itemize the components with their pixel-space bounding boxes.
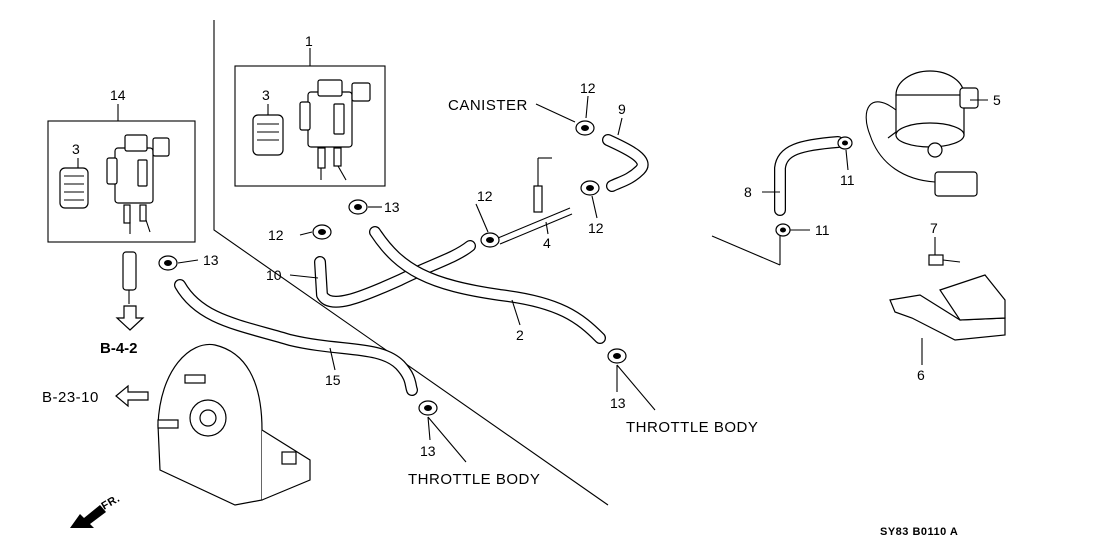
callout-13-valve1: 13 bbox=[384, 199, 400, 215]
clamp-13-valve1 bbox=[348, 199, 368, 215]
bolt-7 bbox=[928, 254, 961, 266]
callout-2: 2 bbox=[516, 327, 524, 343]
callout-5: 5 bbox=[993, 92, 1001, 108]
ref-b-4-2[interactable]: B-4-2 bbox=[100, 340, 138, 357]
arrow-down-b42 bbox=[115, 305, 145, 331]
callout-13-bottom: 13 bbox=[420, 443, 436, 459]
hose-10 bbox=[315, 241, 475, 307]
clamp-13-valve14 bbox=[158, 255, 178, 271]
hose-8 bbox=[775, 137, 843, 215]
clamp-13-bottom bbox=[418, 400, 438, 416]
callout-3-left: 3 bbox=[72, 141, 80, 157]
callout-6: 6 bbox=[917, 367, 925, 383]
callout-11-upper: 11 bbox=[840, 172, 855, 188]
hose-15 bbox=[175, 280, 417, 395]
callout-11-lower: 11 bbox=[815, 222, 830, 238]
clamp-12-canister bbox=[575, 120, 595, 136]
callout-1: 1 bbox=[305, 33, 313, 49]
callout-12-canister: 12 bbox=[580, 80, 596, 96]
callout-3-upper: 3 bbox=[262, 87, 270, 103]
purge-valve-5 bbox=[865, 70, 979, 197]
callout-12-right: 12 bbox=[588, 220, 604, 236]
callout-13-valve14: 13 bbox=[203, 252, 219, 268]
arrow-left-b2310 bbox=[115, 384, 149, 408]
hose-stub-14 bbox=[122, 251, 137, 291]
callout-14: 14 bbox=[110, 87, 126, 103]
diagram-code: SY83 B0110 A bbox=[880, 526, 958, 538]
callout-4: 4 bbox=[543, 235, 551, 251]
clamp-11-upper bbox=[837, 136, 853, 150]
callout-13-right: 13 bbox=[610, 395, 626, 411]
section-divider-line bbox=[213, 20, 609, 506]
valve-cover-3-upper bbox=[252, 114, 284, 156]
callout-8: 8 bbox=[744, 184, 752, 200]
callout-15: 15 bbox=[325, 372, 341, 388]
hose-9 bbox=[603, 135, 648, 191]
engine-mount-bracket bbox=[157, 343, 311, 506]
clamp-11-lower bbox=[775, 223, 791, 237]
clamp-12-right bbox=[580, 180, 600, 196]
throttle-body-label-right: THROTTLE BODY bbox=[626, 419, 758, 436]
callout-7: 7 bbox=[930, 220, 938, 236]
canister-label: CANISTER bbox=[448, 97, 528, 114]
fr-direction-arrow[interactable] bbox=[70, 505, 106, 528]
clamp-12-mid bbox=[480, 232, 500, 248]
leader-lines bbox=[77, 48, 988, 463]
fr-direction-label: FR. bbox=[100, 493, 123, 513]
ref-b-23-10[interactable]: B-23-10 bbox=[42, 389, 99, 406]
part-14-group-frame bbox=[47, 120, 196, 243]
callout-10: 10 bbox=[266, 267, 282, 283]
clamp-13-right bbox=[607, 348, 627, 364]
callout-12-mid: 12 bbox=[477, 188, 493, 204]
bracket-6 bbox=[889, 274, 1006, 341]
callout-12-left: 12 bbox=[268, 227, 284, 243]
hose-2 bbox=[370, 227, 605, 343]
throttle-body-label-bottom: THROTTLE BODY bbox=[408, 471, 540, 488]
callout-9: 9 bbox=[618, 101, 626, 117]
pipe-joint-4 bbox=[497, 157, 573, 245]
valve-cover-3-left bbox=[59, 167, 89, 209]
clamp-12-left bbox=[312, 224, 332, 240]
solenoid-valve-14 bbox=[106, 134, 170, 234]
solenoid-valve-1 bbox=[299, 79, 371, 181]
